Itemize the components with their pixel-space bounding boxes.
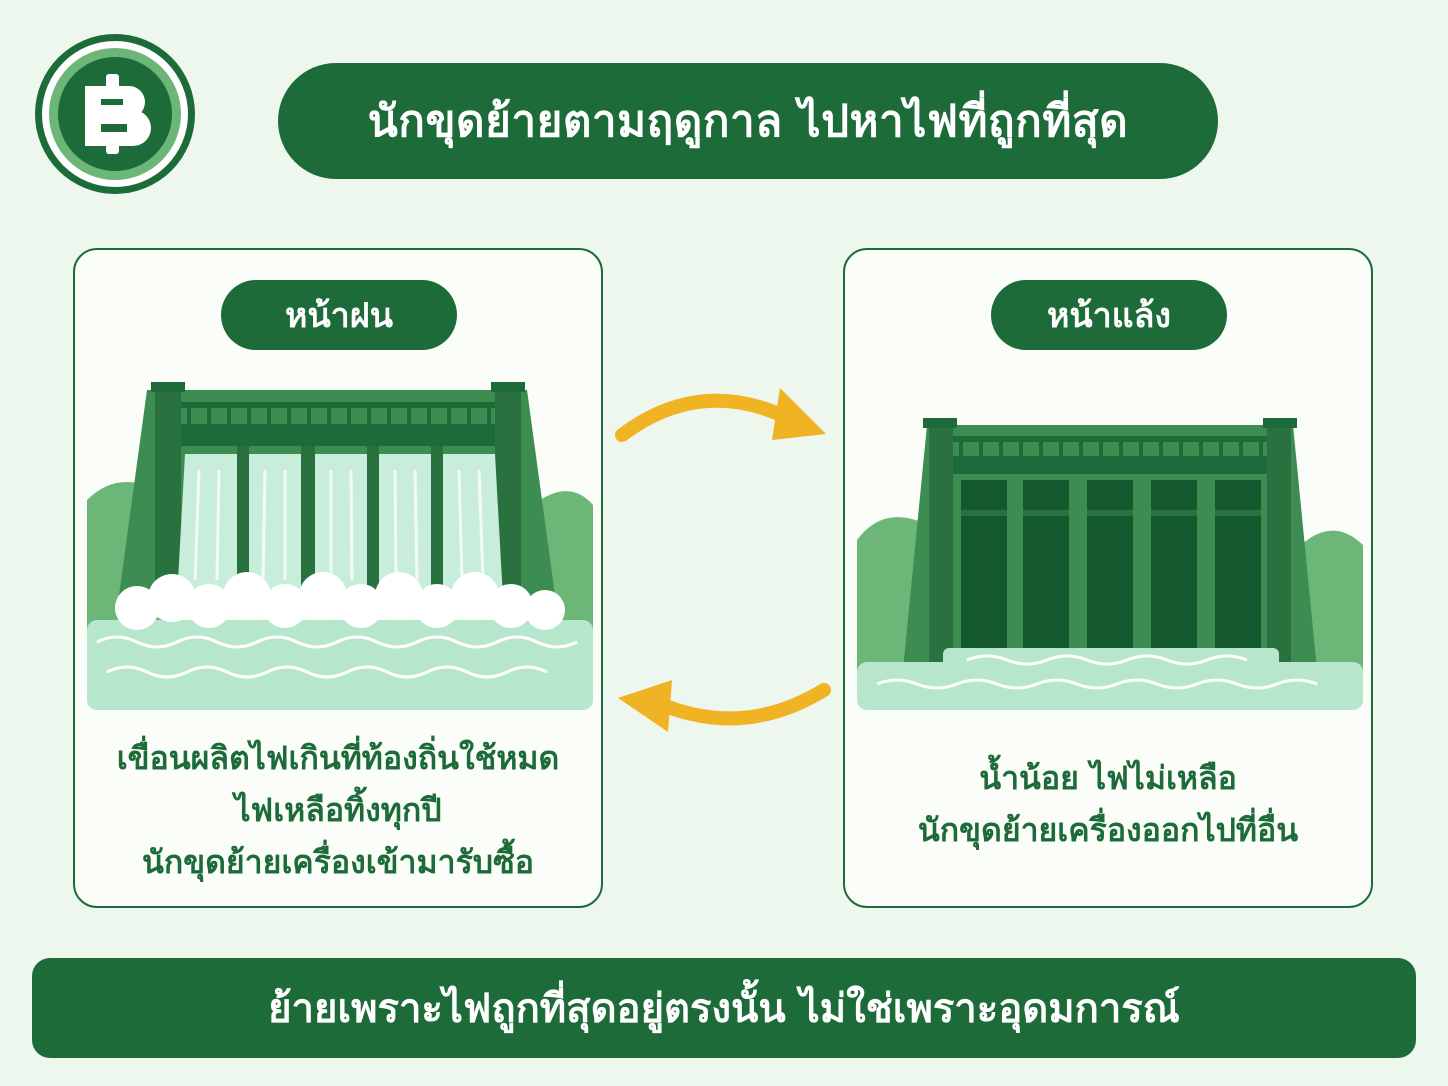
- page-title: นักขุดย้ายตามฤดูกาล ไปหาไฟที่ถูกที่สุด: [278, 63, 1218, 179]
- dam-overflowing-illustration: [87, 382, 593, 710]
- dam-low-water-illustration: [857, 418, 1363, 710]
- dry-season-description: น้ำน้อย ไฟไม่เหลือ นักขุดย้ายเครื่องออกไ…: [845, 752, 1371, 856]
- baht-logo-icon: [35, 34, 195, 194]
- footer-statement: ย้ายเพราะไฟถูกที่สุดอยู่ตรงนั้น ไม่ใช่เพ…: [32, 958, 1416, 1058]
- description-line: เขื่อนผลิตไฟเกินที่ท้องถิ่นใช้หมด: [116, 739, 560, 777]
- rainy-season-panel: หน้าฝน: [73, 248, 603, 908]
- dry-season-label: หน้าแล้ง: [991, 280, 1227, 350]
- description-line: นักขุดย้ายเครื่องออกไปที่อื่น: [917, 811, 1299, 849]
- description-line: นักขุดย้ายเครื่องเข้ามารับซื้อ: [141, 843, 535, 881]
- cycle-arrows-icon: [615, 388, 831, 732]
- rainy-season-label: หน้าฝน: [221, 280, 457, 350]
- dry-season-panel: หน้าแล้ง: [843, 248, 1373, 908]
- description-line: น้ำน้อย ไฟไม่เหลือ: [979, 759, 1237, 797]
- description-line: ไฟเหลือทิ้งทุกปี: [234, 791, 442, 829]
- rainy-season-description: เขื่อนผลิตไฟเกินที่ท้องถิ่นใช้หมด ไฟเหลื…: [75, 732, 601, 888]
